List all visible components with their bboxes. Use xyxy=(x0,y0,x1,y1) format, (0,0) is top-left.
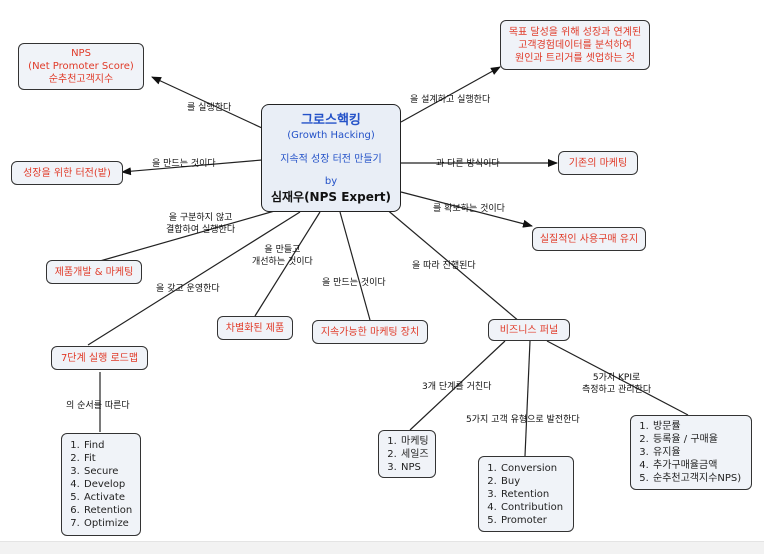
link-funnel xyxy=(384,207,521,323)
list-item: Promoter xyxy=(500,514,563,527)
node-goal-line3: 원인과 트리거를 셋업하는 것 xyxy=(515,52,635,64)
link-devmkt xyxy=(99,209,279,262)
central-by: by xyxy=(324,175,338,187)
bottom-scroll-bar xyxy=(0,541,764,554)
edge-label-different: 과 다른 방식이다 xyxy=(436,159,500,169)
link-stages xyxy=(409,340,506,431)
central-topic-node[interactable]: 그로스핵킹 (Growth Hacking) 지속적 성장 터전 만들기 by … xyxy=(261,104,401,212)
edge-label-improves-line1: 을 만들고 xyxy=(264,245,301,255)
edge-label-designs: 을 설계하고 실행한다 xyxy=(410,95,491,105)
node-sustainable-label: 지속가능한 마케팅 장치 xyxy=(320,326,420,338)
edge-label-combines-line2: 결합하여 실행한다 xyxy=(166,225,236,235)
edge-label-operates: 을 갖고 운영한다 xyxy=(156,284,220,294)
link-sustainable xyxy=(339,211,371,321)
list-item: 유지율 xyxy=(652,446,741,459)
edge-label-five-kpi-line2: 측정하고 관리한다 xyxy=(582,385,652,395)
link-kpis xyxy=(546,340,689,416)
edge-label-follows: 의 순서를 따른다 xyxy=(66,401,130,411)
link-types xyxy=(524,340,531,457)
edge-label-secures: 를 확보하는 것이다 xyxy=(433,204,505,214)
edge-label-improves-line2: 개선하는 것이다 xyxy=(252,257,313,267)
node-funnel[interactable]: 비즈니스 퍼널 xyxy=(488,319,570,341)
roadmap-steps-list: Find Fit Secure Develop Activate Retenti… xyxy=(71,439,132,530)
link-foundation xyxy=(121,159,263,176)
list-item: Conversion xyxy=(500,462,563,475)
list-item: 방문률 xyxy=(652,420,741,433)
list-item: NPS xyxy=(400,461,429,474)
kpis-list: 방문률 등록율 / 구매율 유지율 추가구매율금액 순추천고객지수NPS) xyxy=(640,420,741,485)
edge-label-three-stages: 3개 단계를 거친다 xyxy=(422,382,492,392)
list-item: 세일즈 xyxy=(400,448,429,461)
list-item: 추가구매율금액 xyxy=(652,459,741,472)
node-goal[interactable]: 목표 달성을 위해 성장과 연계된 고객경험데이터를 분석하여 원인과 트리거를… xyxy=(500,20,650,70)
customer-types-list: Conversion Buy Retention Contribution Pr… xyxy=(488,462,563,527)
node-foundation[interactable]: 성장을 위한 터전(밭) xyxy=(11,161,123,185)
list-item: Fit xyxy=(83,452,132,465)
central-subtitle: (Growth Hacking) xyxy=(287,129,375,141)
central-author: 심재우(NPS Expert) xyxy=(270,189,392,204)
node-foundation-label: 성장을 위한 터전(밭) xyxy=(23,167,111,179)
node-differentiated-label: 차별화된 제품 xyxy=(225,322,285,334)
node-retention-label: 실질적인 사용구매 유지 xyxy=(539,233,639,245)
node-differentiated[interactable]: 차별화된 제품 xyxy=(217,316,293,340)
node-sustainable[interactable]: 지속가능한 마케팅 장치 xyxy=(312,320,428,344)
link-roadmap xyxy=(87,211,301,346)
node-roadmap[interactable]: 7단계 실행 로드맵 xyxy=(51,346,148,370)
node-roadmap-steps[interactable]: Find Fit Secure Develop Activate Retenti… xyxy=(61,433,141,536)
link-retention xyxy=(400,191,533,228)
list-item: 순추천고객지수NPS) xyxy=(652,472,741,485)
central-description: 지속적 성장 터전 만들기 xyxy=(280,153,382,165)
node-nps[interactable]: NPS (Net Promoter Score) 순추천고객지수 xyxy=(18,43,144,90)
node-kpis[interactable]: 방문률 등록율 / 구매율 유지율 추가구매율금액 순추천고객지수NPS) xyxy=(630,415,752,490)
list-item: Retention xyxy=(83,504,132,517)
list-item: Find xyxy=(83,439,132,452)
list-item: 등록율 / 구매율 xyxy=(652,433,741,446)
node-nps-line3: 순추천고객지수 xyxy=(48,74,114,85)
edge-label-creates: 을 만드는 것이다 xyxy=(152,159,216,169)
list-item: 마케팅 xyxy=(400,435,429,448)
funnel-stages-list: 마케팅 세일즈 NPS xyxy=(388,435,429,474)
central-title: 그로스핵킹 xyxy=(301,112,361,128)
link-nps xyxy=(151,76,263,129)
list-item: Contribution xyxy=(500,501,563,514)
edge-label-five-kpi-line1: 5가지 KPI로 xyxy=(592,373,641,383)
edge-label-combines: 을 구분하지 않고 결합하여 실행한다 xyxy=(166,212,235,236)
edge-label-improves: 을 만들고 개선하는 것이다 xyxy=(252,244,313,268)
node-goal-line2: 고객경험데이터를 분석하여 xyxy=(518,39,632,51)
link-differentiated xyxy=(254,211,321,317)
list-item: Retention xyxy=(500,488,563,501)
node-retention[interactable]: 실질적인 사용구매 유지 xyxy=(532,227,646,251)
list-item: Activate xyxy=(83,491,132,504)
list-item: Buy xyxy=(500,475,563,488)
edge-label-proceeds: 을 따라 진행된다 xyxy=(412,261,476,271)
edge-label-creates2: 을 만드는 것이다 xyxy=(322,278,386,288)
edge-label-five-types: 5가지 고객 유형으로 발전한다 xyxy=(466,415,580,425)
node-traditional-label: 기존의 마케팅 xyxy=(568,157,628,169)
node-traditional[interactable]: 기존의 마케팅 xyxy=(558,151,638,175)
edge-label-five-kpi: 5가지 KPI로 측정하고 관리한다 xyxy=(582,372,651,396)
node-nps-line1: NPS xyxy=(71,48,91,59)
node-customer-types[interactable]: Conversion Buy Retention Contribution Pr… xyxy=(478,456,574,532)
node-roadmap-label: 7단계 실행 로드맵 xyxy=(60,352,139,364)
list-item: Develop xyxy=(83,478,132,491)
node-nps-line2: (Net Promoter Score) xyxy=(28,61,134,72)
node-goal-line1: 목표 달성을 위해 성장과 연계된 xyxy=(508,26,642,38)
list-item: Secure xyxy=(83,465,132,478)
node-devmkt-label: 제품개발 & 마케팅 xyxy=(54,266,134,278)
list-item: Optimize xyxy=(83,517,132,530)
edge-label-executes: 를 실행한다 xyxy=(187,103,232,113)
node-funnel-stages[interactable]: 마케팅 세일즈 NPS xyxy=(378,430,436,478)
node-devmkt[interactable]: 제품개발 & 마케팅 xyxy=(46,260,142,284)
node-funnel-label: 비즈니스 퍼널 xyxy=(499,324,559,336)
link-goal xyxy=(400,66,501,123)
edge-label-combines-line1: 을 구분하지 않고 xyxy=(168,213,233,223)
